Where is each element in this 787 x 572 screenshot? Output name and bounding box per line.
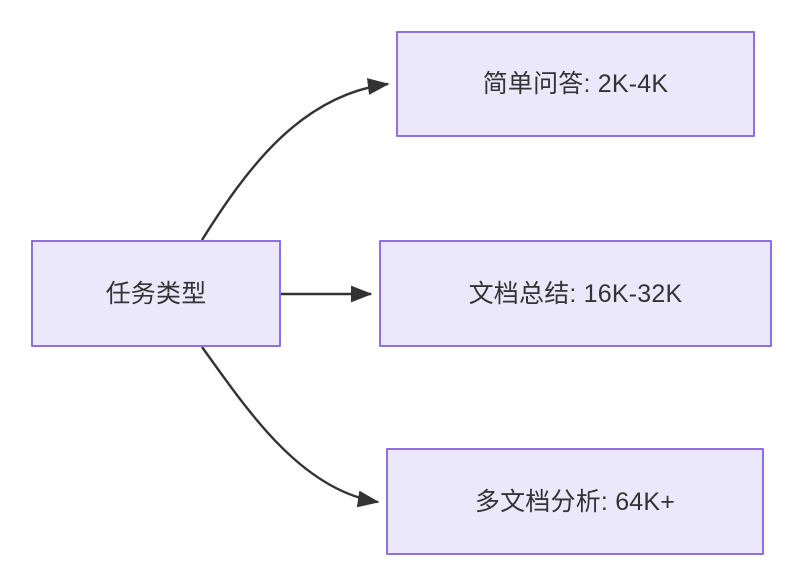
node-simple-qa-label: 简单问答: 2K-4K	[482, 70, 669, 98]
node-multi-doc-analysis-label: 多文档分析: 64K+	[474, 487, 676, 516]
node-multi-doc-analysis[interactable]: 多文档分析: 64K+	[386, 448, 764, 555]
edge-source-to-multi-doc	[201, 346, 380, 508]
node-task-type-label: 任务类型	[105, 279, 207, 308]
node-doc-summary-label: 文档总结: 16K-32K	[468, 279, 683, 308]
node-doc-summary[interactable]: 文档总结: 16K-32K	[379, 240, 772, 347]
node-simple-qa[interactable]: 简单问答: 2K-4K	[396, 31, 755, 137]
edge-source-to-simple-qa	[200, 78, 390, 241]
node-task-type[interactable]: 任务类型	[31, 240, 281, 347]
